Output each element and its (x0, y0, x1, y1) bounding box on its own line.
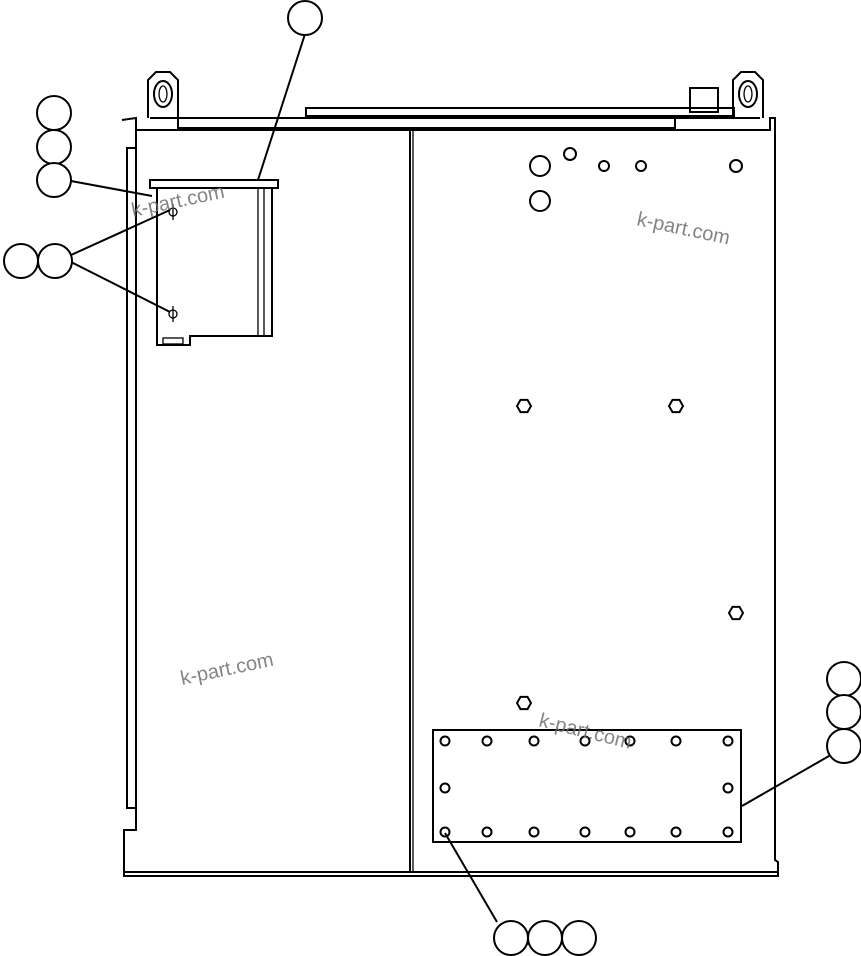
gland-hole-2 (529, 190, 551, 212)
leader-lines (70, 33, 830, 923)
plate-bolt (439, 735, 451, 747)
watermark-text: k-part.com (129, 181, 226, 222)
watermark-text: k-part.com (635, 208, 732, 249)
stud-2 (635, 160, 647, 172)
hex-nut (515, 695, 533, 711)
plate-bolt (481, 735, 493, 747)
hex-nuts (515, 398, 745, 711)
plate-bolt (579, 735, 591, 747)
callout-right-stack-1 (826, 661, 861, 697)
callout-left-pair-2 (37, 243, 73, 279)
callout-left-stack-2 (36, 129, 72, 165)
bottom-cover-plate (432, 729, 742, 843)
callout-top-center (287, 0, 323, 36)
watermarks: k-part.com k-part.com k-part.com k-part.… (129, 181, 731, 754)
callout-bottom-row-2 (527, 920, 563, 956)
plate-bolt (528, 735, 540, 747)
callout-right-stack-3 (826, 728, 861, 764)
plate-bolt (624, 735, 636, 747)
plate-bolt (722, 782, 734, 794)
callout-circles (3, 0, 861, 956)
plate-bolt (722, 735, 734, 747)
plate-bolt (528, 826, 540, 838)
plate-bolt (670, 735, 682, 747)
callout-bottom-row-3 (561, 920, 597, 956)
callout-left-pair-1 (3, 243, 39, 279)
callout-bottom-row-1 (493, 920, 529, 956)
housing-outline (121, 87, 779, 877)
hex-nut (667, 398, 685, 414)
watermark-text: k-part.com (178, 649, 275, 690)
right-panel-hardware (529, 147, 743, 212)
plate-bolts (439, 735, 734, 838)
callout-left-stack-3 (36, 162, 72, 198)
plate-bolt (439, 782, 451, 794)
bracket-assembly (149, 179, 279, 346)
plate-bolt (439, 826, 451, 838)
hex-nut (727, 605, 745, 621)
plate-bolt (624, 826, 636, 838)
stud-1 (598, 160, 610, 172)
plate-bolt (481, 826, 493, 838)
plate-bolt (722, 826, 734, 838)
lifting-eye-right (732, 71, 764, 118)
watermark-text: k-part.com (537, 710, 634, 754)
hex-nut (515, 398, 533, 414)
plate-bolt (579, 826, 591, 838)
plate-bolt (670, 826, 682, 838)
callout-right-stack-2 (826, 694, 861, 730)
gland-hole-1 (529, 155, 551, 177)
lifting-eye-left (147, 71, 179, 118)
callout-left-stack-1 (36, 95, 72, 131)
bolt-hole (729, 159, 743, 173)
bolt-hole (563, 147, 577, 161)
